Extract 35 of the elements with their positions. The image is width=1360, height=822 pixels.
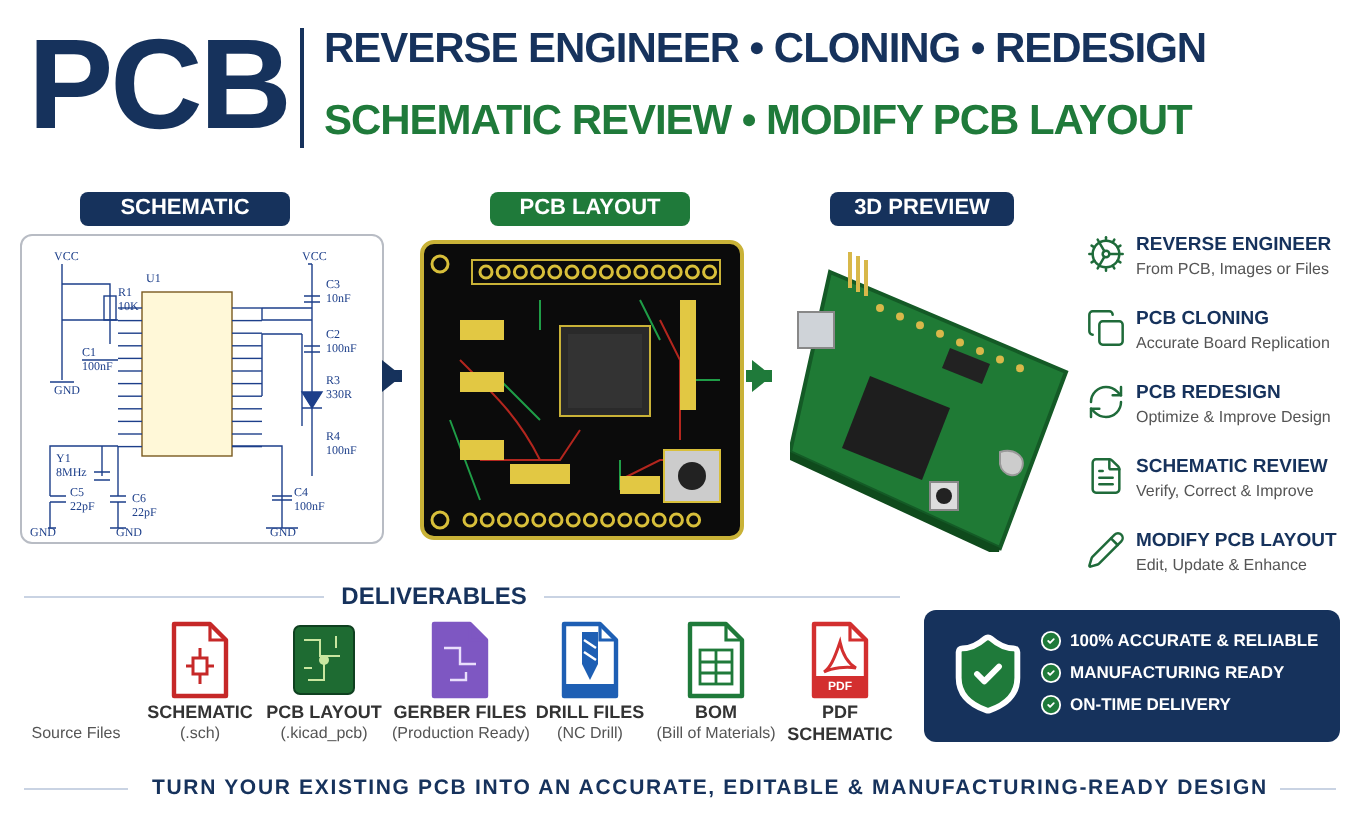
deliverable-description: (.kicad_pcb) bbox=[278, 724, 370, 744]
caption: TURN YOUR EXISTING PCB INTO AN ACCURATE, EDITABLE & MANUFACTURING-READY DESIGN bbox=[152, 774, 1268, 804]
service-description: Verify, Correct & Improve bbox=[1136, 482, 1314, 502]
deliverable-title: BOM bbox=[693, 702, 739, 724]
service-title: PCB CLONING bbox=[1136, 308, 1269, 332]
deliverable-title: PDF SCHEMATIC bbox=[785, 702, 895, 746]
deliverable-description: (Bill of Materials) bbox=[654, 724, 778, 744]
section-heading: DELIVERABLES bbox=[339, 580, 529, 612]
deliverable-title: DRILL FILES bbox=[533, 702, 647, 724]
guarantee-text: MANUFACTURING READY bbox=[1070, 660, 1285, 684]
deliverable-title: PCB LAYOUT bbox=[264, 702, 384, 724]
section-tag: PCB LAYOUT bbox=[490, 192, 690, 226]
arrow bbox=[746, 360, 772, 392]
guarantee-text: ON-TIME DELIVERY bbox=[1070, 692, 1231, 716]
service-title: REVERSE ENGINEER bbox=[1136, 234, 1332, 258]
section-tag: 3D PREVIEW bbox=[830, 192, 1014, 226]
guarantee-panel bbox=[924, 610, 1340, 742]
subtitle: REVERSE ENGINEER • CLONING • REDESIGN bbox=[324, 24, 1207, 76]
arrow bbox=[382, 360, 402, 392]
service-description: Edit, Update & Enhance bbox=[1136, 556, 1307, 576]
deliverable-title: SCHEMATIC bbox=[145, 702, 255, 724]
service-title: MODIFY PCB LAYOUT bbox=[1136, 530, 1337, 554]
title: PCB bbox=[28, 12, 289, 156]
guarantee-text: 100% ACCURATE & RELIABLE bbox=[1070, 628, 1319, 652]
subtitle: SCHEMATIC REVIEW • MODIFY PCB LAYOUT bbox=[324, 96, 1192, 148]
deliverable-description: (.sch) bbox=[178, 724, 222, 744]
service-description: Accurate Board Replication bbox=[1136, 334, 1330, 354]
deliverable-description: Source Files bbox=[29, 724, 123, 744]
section-tag: SCHEMATIC bbox=[80, 192, 290, 226]
deliverable-title: GERBER FILES bbox=[392, 702, 528, 724]
deliverable-description: (Production Ready) bbox=[392, 724, 528, 744]
service-description: From PCB, Images or Files bbox=[1136, 260, 1329, 280]
service-title: SCHEMATIC REVIEW bbox=[1136, 456, 1328, 480]
service-description: Optimize & Improve Design bbox=[1136, 408, 1331, 428]
service-title: PCB REDESIGN bbox=[1136, 382, 1281, 406]
